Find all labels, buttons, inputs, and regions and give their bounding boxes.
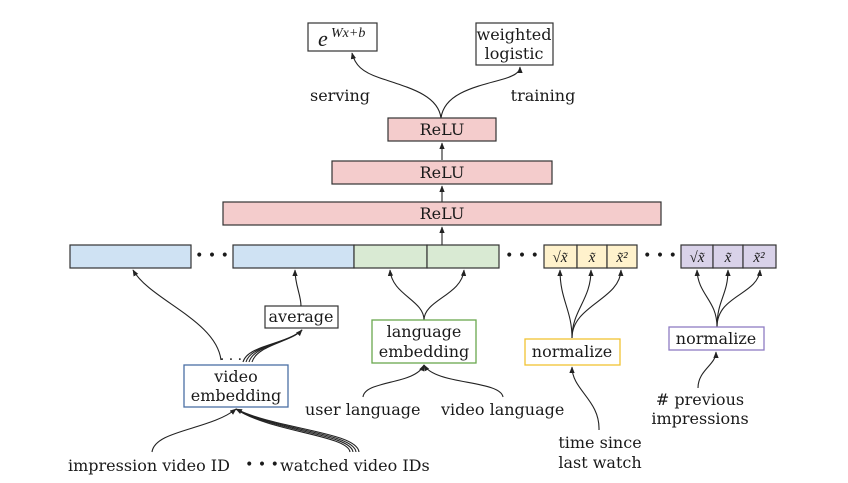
video-language-label: video language (440, 400, 564, 419)
video-embedding-box: video embedding (183, 364, 289, 408)
serving-label: serving (310, 86, 370, 105)
time-square-cell (606, 244, 638, 269)
user-language-label: user language (305, 400, 420, 419)
edges-normalize-impressions-cells (694, 269, 763, 328)
time-square-label: x̃² (615, 250, 628, 266)
edges-normalize-time-cells (557, 269, 624, 339)
feature-ellipsis: • • • (195, 248, 229, 264)
video-language-cell (426, 244, 500, 269)
normalize-time-label: normalize (532, 342, 612, 361)
normalize-impressions-box: normalize (668, 326, 765, 351)
relu-label: ReLU (420, 120, 465, 139)
training-output-box: weighted logistic (475, 22, 554, 66)
edge-embedding-impression-feature (132, 269, 222, 361)
feature-ellipsis: • • • (643, 248, 677, 264)
average-box: average (264, 305, 339, 329)
edge-watched-ids-embedding-bundle (235, 408, 360, 453)
edge-embedding-average-bundle (242, 329, 303, 363)
feature-vector: • • • • • • √x̃ x̃ x̃² • • • √x̃ x̃ x̃² (69, 244, 777, 269)
edge-user-language (362, 364, 425, 398)
video-embedding-line1: video (213, 367, 258, 386)
serving-exponent: Wx+b (331, 26, 365, 41)
normalize-time-box: normalize (524, 338, 621, 366)
impressions-sqrt-label: √x̃ (690, 250, 705, 266)
relu-label: ReLU (420, 204, 465, 223)
edge-relu-training (440, 66, 523, 119)
edge-time-since-normalize (569, 366, 600, 431)
previous-impressions-line1: # previous (656, 390, 744, 409)
training-box-line2: logistic (485, 44, 544, 63)
time-since-line1: time since (558, 433, 641, 452)
relu-label: ReLU (420, 163, 465, 182)
serving-base: e (318, 26, 328, 51)
impression-video-embedding-cell (69, 244, 192, 269)
edge-lang-embedding-user-cell (387, 269, 425, 321)
time-linear-label: x̃ (588, 250, 596, 266)
normalize-impressions-label: normalize (676, 329, 756, 348)
video-embedding-line2: embedding (191, 386, 282, 405)
embedding-dots: · · · (220, 352, 242, 368)
relu-layer-2: ReLU (331, 160, 553, 185)
edge-impression-id-embedding (151, 408, 237, 453)
relu-layer-1: ReLU (222, 201, 662, 226)
serving-output-box: e Wx+b (307, 22, 378, 52)
training-box-line1: weighted (477, 25, 552, 44)
feature-ellipsis: • • • (505, 248, 539, 264)
impressions-square-cell (742, 244, 777, 269)
language-embedding-box: language embedding (371, 319, 477, 364)
average-label: average (269, 307, 334, 326)
edge-video-language (423, 364, 504, 398)
time-since-line2: last watch (558, 453, 641, 472)
user-language-cell (353, 244, 428, 269)
language-embedding-line1: language (387, 322, 462, 341)
watched-video-ids-label: watched video IDs (280, 456, 430, 475)
edge-average-feature (292, 269, 302, 307)
relu-layer-3: ReLU (387, 117, 497, 142)
previous-impressions-line2: impressions (651, 409, 748, 428)
impressions-linear-label: x̃ (724, 250, 732, 266)
impressions-square-label: x̃² (752, 250, 765, 266)
watched-video-average-cell (232, 244, 355, 269)
language-embedding-line2: embedding (379, 342, 470, 361)
edge-relu-serving (350, 52, 442, 119)
edge-impressions-normalize (697, 351, 719, 389)
impression-video-id-label: impression video ID (68, 456, 230, 475)
input-ellipsis: • • • (245, 457, 279, 473)
training-label: training (511, 86, 576, 105)
edge-lang-embedding-video-cell (423, 269, 467, 321)
time-sqrt-label: √x̃ (553, 250, 568, 266)
